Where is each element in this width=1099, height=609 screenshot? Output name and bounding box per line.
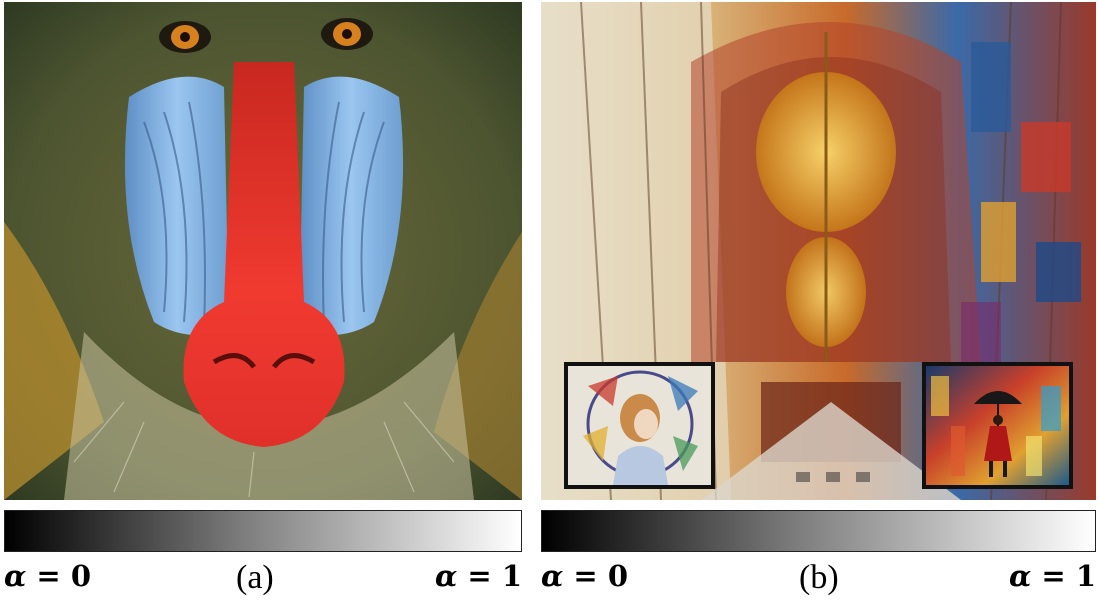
baboon-image: [4, 2, 522, 500]
alpha-value: = 1: [1031, 559, 1096, 593]
alpha-max-label: α = 1: [1009, 556, 1096, 596]
style-inset-rain-painting: [922, 362, 1073, 489]
alpha-symbol: α: [541, 559, 564, 593]
stylized-church-image: [541, 2, 1096, 500]
alpha-symbol: α: [1009, 559, 1032, 593]
alpha-gradient-bar: [541, 510, 1096, 552]
baboon-illustration: [4, 2, 522, 500]
panel-caption: (b): [799, 559, 839, 596]
alpha-symbol: α: [4, 559, 27, 593]
alpha-value: = 1: [457, 559, 522, 593]
alpha-value: = 0: [563, 559, 628, 593]
alpha-max-label: α = 1: [435, 556, 522, 596]
style-inset-stained-glass: [564, 362, 715, 489]
alpha-gradient-bar: [4, 510, 522, 552]
stained-glass-illustration: [568, 366, 711, 485]
alpha-min-label: α = 0: [541, 556, 628, 596]
alpha-symbol: α: [435, 559, 458, 593]
panel-caption: (a): [236, 559, 274, 596]
alpha-value: = 0: [26, 559, 91, 593]
alpha-min-label: α = 0: [4, 556, 91, 596]
rain-painting-illustration: [926, 366, 1069, 485]
church-illustration: [541, 2, 1096, 500]
